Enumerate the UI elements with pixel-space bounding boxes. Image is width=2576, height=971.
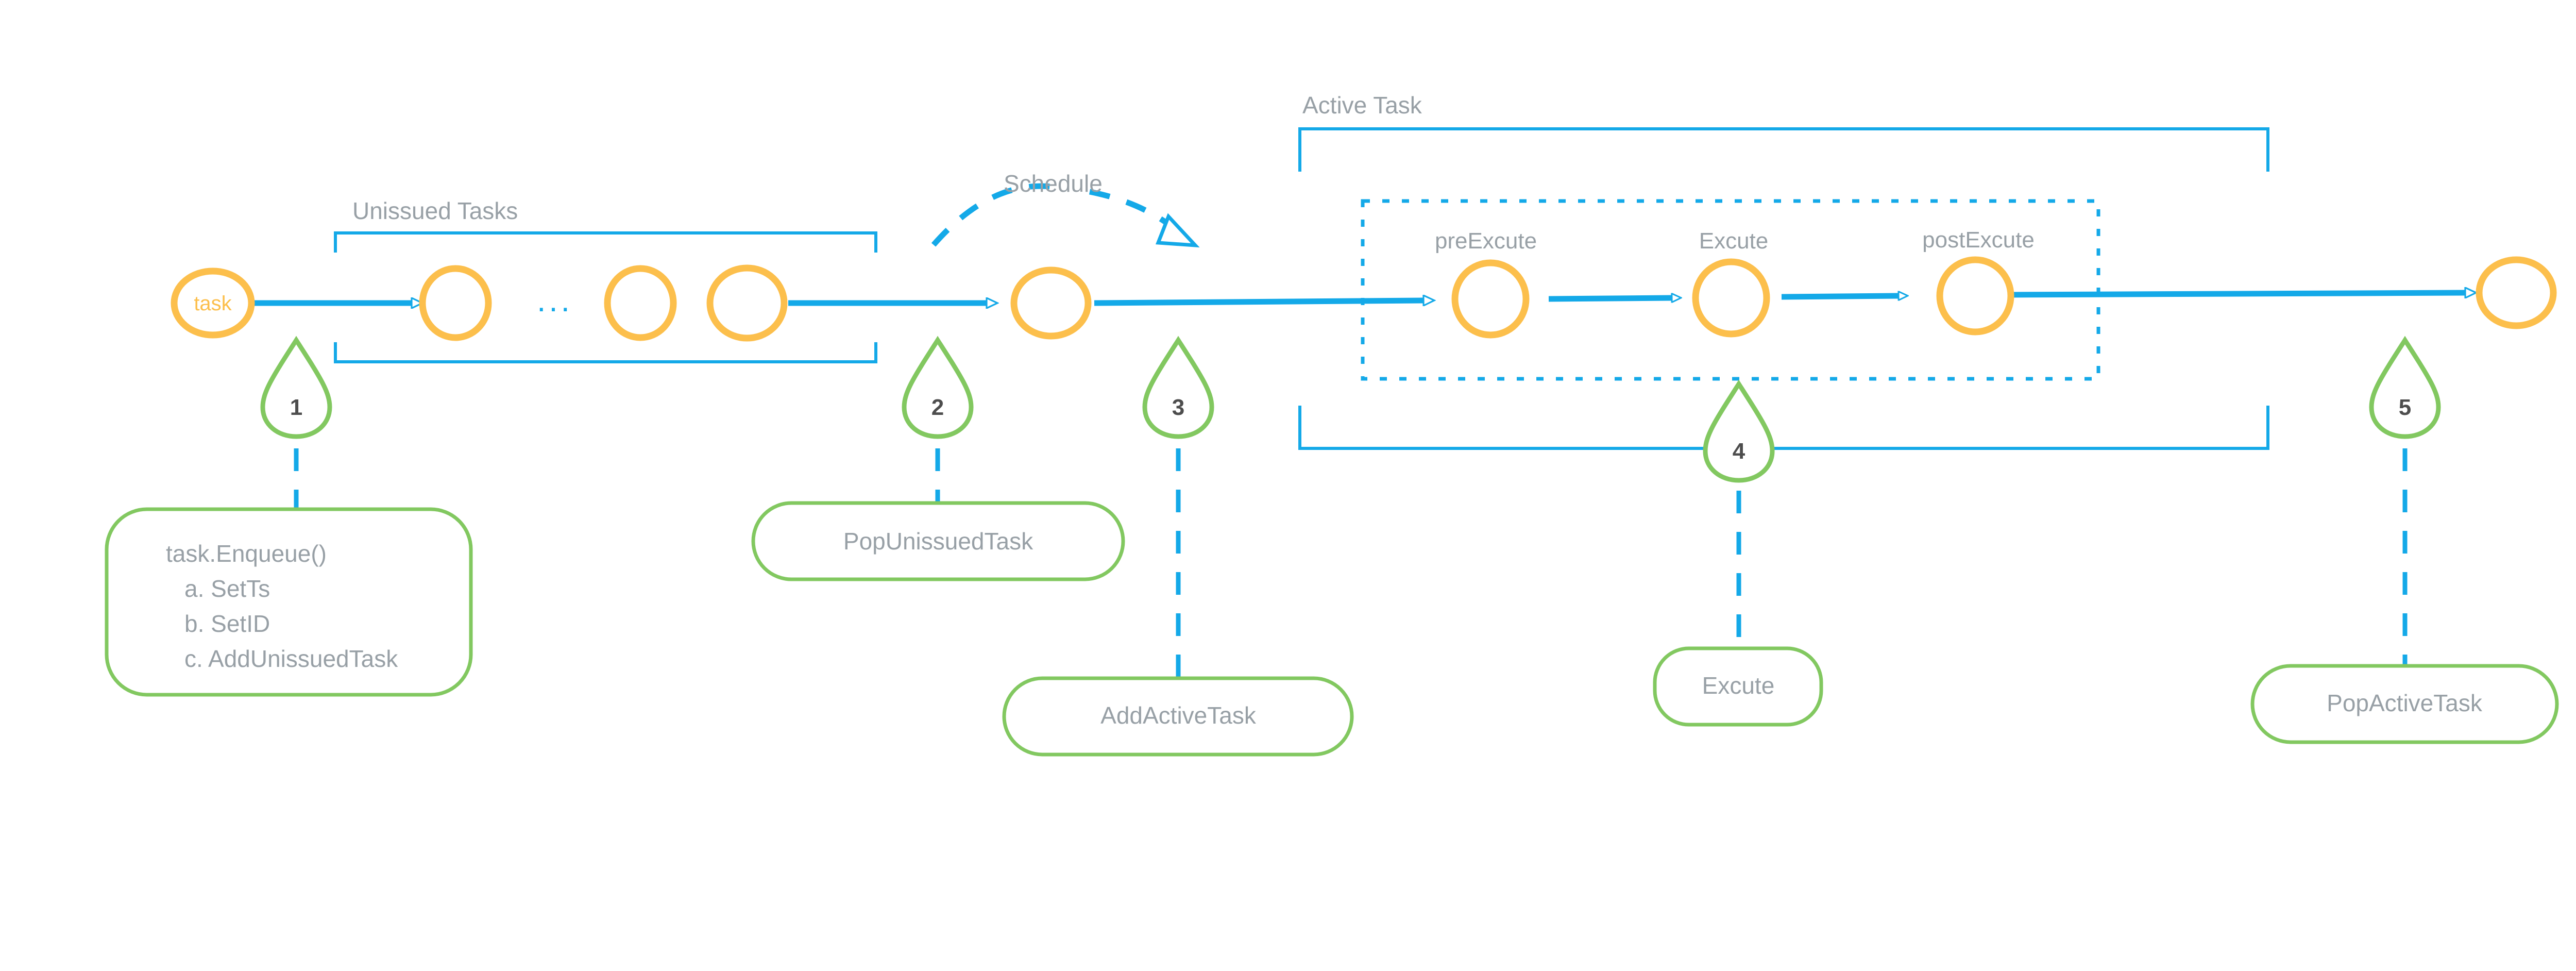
callout-2-box[interactable] (751, 501, 1125, 581)
callout-5[interactable]: PopActiveTask (2250, 664, 2559, 744)
marker-3[interactable]: 3 (1142, 336, 1214, 691)
schedule-arc-left (931, 183, 1062, 247)
marker-1-number: 1 (290, 395, 302, 420)
callout-1-line-2: a. SetTs (184, 575, 270, 602)
callout-4-label: Excute (1702, 672, 1775, 699)
node-excute-shape[interactable] (1692, 258, 1770, 338)
marker-2[interactable]: 2 (902, 336, 974, 521)
node-pre-excute[interactable]: preExcute (1435, 228, 1537, 339)
node-excute[interactable]: Excute (1692, 228, 1770, 338)
node-post-excute-shape[interactable] (1936, 256, 2014, 336)
marker-1-pin[interactable] (260, 336, 332, 439)
node-queued-3[interactable] (706, 264, 788, 342)
node-scheduled[interactable] (1010, 266, 1092, 340)
node-post-excute[interactable]: postExcute (1922, 227, 2035, 336)
schedule-arrowhead (1156, 213, 1200, 248)
callout-3-box[interactable] (1002, 676, 1354, 757)
callout-4-box[interactable] (1653, 646, 1823, 727)
callout-2[interactable]: PopUnissuedTask (751, 501, 1125, 581)
queue-ellipsis: ... (537, 283, 573, 319)
node-task-label: task (194, 292, 232, 315)
callout-4[interactable]: Excute (1653, 646, 1823, 727)
callout-5-label: PopActiveTask (2327, 690, 2483, 716)
marker-2-number: 2 (931, 395, 944, 420)
marker-5-pin[interactable] (2369, 336, 2441, 439)
node-queued-2[interactable] (604, 265, 677, 341)
callout-1[interactable]: task.Enqueue() a. SetTs b. SetID c. AddU… (105, 507, 473, 697)
node-done[interactable] (2476, 256, 2557, 329)
node-task-shape[interactable] (171, 267, 255, 339)
marker-4[interactable]: 4 (1703, 379, 1775, 655)
active-task-bracket (1298, 127, 2269, 450)
flow-arrow-scheduled-to-pre (1094, 300, 1424, 303)
group-label-active-task: Active Task (1302, 92, 1422, 119)
callout-1-line-3: b. SetID (184, 610, 270, 637)
callout-1-line-1: task.Enqueue() (166, 540, 327, 567)
schedule-annotation (931, 183, 1200, 248)
node-queued-1[interactable] (419, 265, 492, 341)
callout-3-label: AddActiveTask (1100, 702, 1257, 729)
flow-arrow-pre-to-excute (1548, 298, 1672, 299)
callout-1-line-4: c. AddUnissuedTask (184, 645, 398, 672)
flow-arrow-post-to-done (2005, 293, 2466, 295)
node-task[interactable]: task (171, 267, 255, 339)
callout-2-label: PopUnissuedTask (843, 528, 1033, 555)
callout-3[interactable]: AddActiveTask (1002, 676, 1354, 757)
group-label-unissued-tasks: Unissued Tasks (352, 197, 518, 224)
callout-5-box[interactable] (2250, 664, 2559, 744)
node-pre-excute-shape[interactable] (1451, 259, 1530, 339)
marker-3-pin[interactable] (1142, 336, 1214, 439)
node-pre-excute-caption: preExcute (1435, 228, 1537, 254)
marker-5-number: 5 (2399, 395, 2411, 420)
execution-phase-dotted-box (1361, 199, 2100, 381)
marker-5[interactable]: 5 (2369, 336, 2441, 675)
node-excute-caption: Excute (1699, 228, 1769, 254)
marker-4-number: 4 (1733, 439, 1745, 464)
group-label-schedule: Schedule (1004, 170, 1103, 197)
callout-1-box[interactable] (105, 507, 473, 697)
marker-4-pin[interactable] (1703, 379, 1775, 483)
marker-1[interactable]: 1 (260, 336, 332, 521)
unissued-tasks-bracket (334, 231, 877, 363)
marker-2-pin[interactable] (902, 336, 974, 439)
main-flow-line (253, 293, 2466, 303)
flow-arrow-excute-to-post (1781, 296, 1899, 297)
node-post-excute-caption: postExcute (1922, 227, 2035, 253)
marker-3-number: 3 (1172, 395, 1184, 420)
